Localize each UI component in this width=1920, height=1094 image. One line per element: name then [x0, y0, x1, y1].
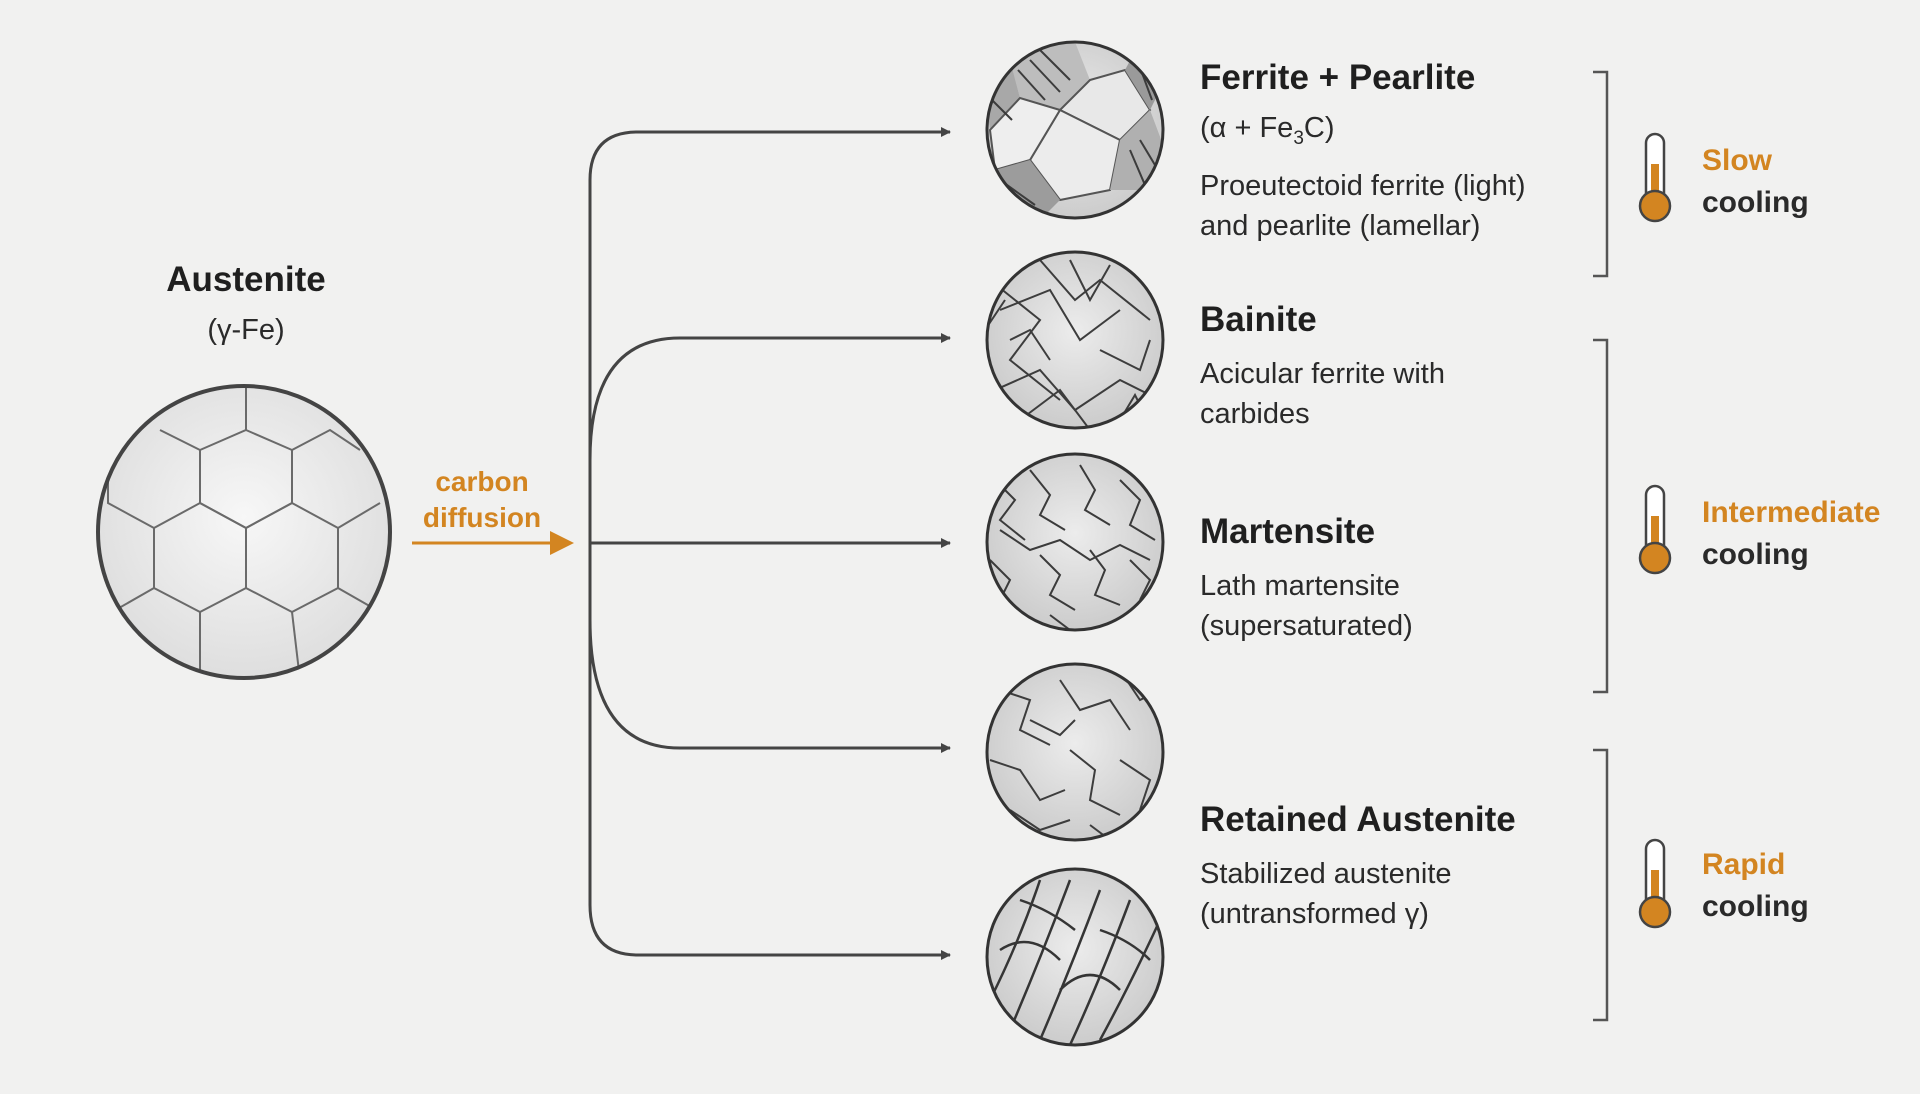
carbon-diffusion-label-line2: diffusion: [422, 502, 542, 533]
cooling-word: cooling: [1702, 538, 1809, 571]
branch-arrow-retained-austenite: [588, 619, 951, 753]
branch-connectors: [588, 127, 951, 960]
formula-subscript: 3: [1293, 127, 1304, 149]
formula-part: (α + Fe: [1200, 112, 1294, 144]
branch-arrow-ferrite-pearlite: [588, 127, 951, 543]
slow-cooling-bracket: [1593, 70, 1609, 278]
cooling-word: cooling: [1702, 186, 1809, 219]
cooling-rate: Slow: [1702, 144, 1773, 177]
thermometer-icon: [1638, 484, 1672, 575]
thermometer-icon: [1638, 838, 1672, 929]
austenite-formula: (γ-Fe): [207, 314, 285, 346]
description-line: Acicular ferrite with: [1200, 358, 1445, 390]
retained-austenite-micrograph: [985, 662, 1165, 842]
description-line: (supersaturated): [1200, 610, 1413, 642]
carbon-diffusion-arrow: [412, 531, 574, 555]
description-line: and pearlite (lamellar): [1200, 210, 1481, 242]
description-line: (untransformed γ): [1200, 898, 1429, 930]
retained-austenite-description: Stabilized austenite (untransformed γ): [1200, 854, 1452, 934]
martensite-title: Martensite: [1200, 512, 1376, 551]
cooling-rate: Rapid: [1702, 848, 1786, 881]
ferrite-pearlite-formula: (α + Fe3C): [1200, 112, 1335, 150]
bainite-title: Bainite: [1200, 300, 1317, 339]
rapid-cooling-bracket: [1593, 748, 1609, 1022]
retained-austenite-title: Retained Austenite: [1200, 800, 1516, 839]
cooling-word: cooling: [1702, 890, 1809, 923]
austenite-micrograph: [96, 384, 392, 680]
bainite-description: Acicular ferrite with carbides: [1200, 354, 1445, 434]
description-line: Proeutectoid ferrite (light): [1200, 170, 1526, 202]
martensite-micrograph: [985, 452, 1165, 632]
rapid-cooling-label: Rapid cooling: [1702, 844, 1809, 928]
branch-arrow-bainite: [588, 333, 951, 461]
branch-arrow-needle-phase: [588, 543, 951, 960]
carbon-diffusion-label-line1: carbon: [435, 466, 529, 497]
cooling-brackets: [1593, 70, 1609, 1022]
martensite-description: Lath martensite (supersaturated): [1200, 566, 1413, 646]
carbon-diffusion-label: carbon diffusion: [423, 464, 541, 536]
thermometer-icon: [1638, 132, 1672, 223]
ferrite-pearlite-title: Ferrite + Pearlite: [1200, 58, 1476, 97]
formula-part: C): [1303, 112, 1335, 144]
slow-cooling-label: Slow cooling: [1702, 140, 1809, 224]
ferrite-pearlite-description: Proeutectoid ferrite (light) and pearlit…: [1200, 166, 1526, 246]
cooling-rate: Intermediate: [1702, 496, 1881, 529]
description-line: Stabilized austenite: [1200, 858, 1452, 890]
needle-plate-micrograph: [985, 867, 1165, 1047]
description-line: carbides: [1200, 398, 1310, 430]
bainite-micrograph: [985, 250, 1165, 430]
description-line: Lath martensite: [1200, 570, 1400, 602]
intermediate-cooling-label: Intermediate cooling: [1702, 492, 1880, 576]
intermediate-cooling-bracket: [1593, 338, 1609, 694]
ferrite-pearlite-micrograph: [985, 40, 1165, 220]
austenite-title: Austenite: [166, 260, 326, 299]
